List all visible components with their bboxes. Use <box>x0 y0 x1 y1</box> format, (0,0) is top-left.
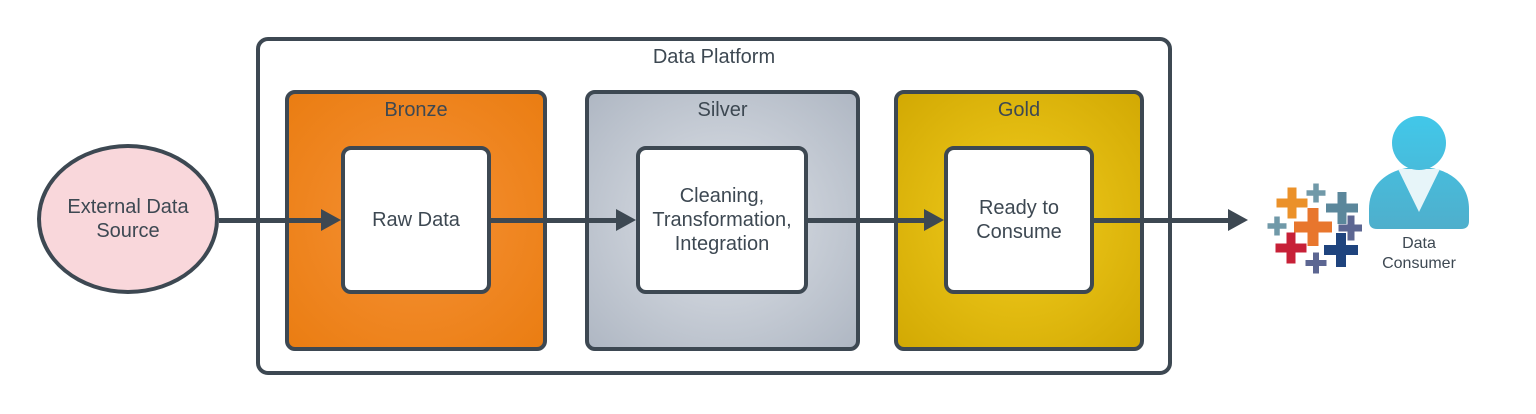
gold-layer-title: Gold <box>997 99 1041 121</box>
data-consumer-label: Data Consumer <box>1382 235 1456 272</box>
person-vneck <box>1398 169 1440 212</box>
data-platform-title: Data Platform <box>652 46 776 68</box>
external-data-source-node: External Data Source <box>37 144 219 294</box>
person-head <box>1392 116 1446 170</box>
arrow-line <box>1094 218 1229 223</box>
person-icon <box>1369 116 1469 229</box>
arrow-line <box>808 218 925 223</box>
cleaning-transformation-integration-label: Cleaning, Transformation, Integration <box>652 185 792 255</box>
raw-data-node: Raw Data <box>341 146 491 294</box>
raw-data-label: Raw Data <box>372 209 460 231</box>
bronze-layer-title: Bronze <box>384 99 448 121</box>
external-data-source-label: External Data Source <box>67 196 189 242</box>
silver-layer-title: Silver <box>697 99 748 121</box>
arrow-head-icon <box>924 209 944 231</box>
arrow-head-icon <box>616 209 636 231</box>
ready-to-consume-label: Ready to Consume <box>976 197 1062 243</box>
arrow-line <box>219 218 322 223</box>
arrow-head-icon <box>321 209 341 231</box>
cleaning-transformation-integration-node: Cleaning, Transformation, Integration <box>636 146 808 294</box>
arrow-line <box>491 218 617 223</box>
arrow-head-icon <box>1228 209 1248 231</box>
ready-to-consume-node: Ready to Consume <box>944 146 1094 294</box>
tableau-logo-icon <box>1267 183 1362 274</box>
